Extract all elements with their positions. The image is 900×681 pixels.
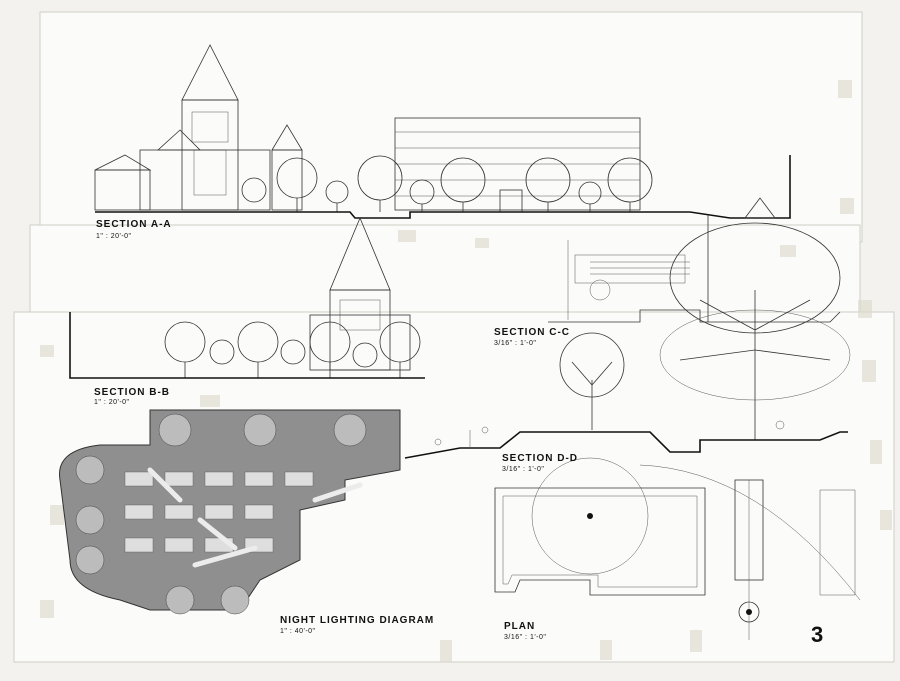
section-bb-scale: 1" : 20'-0" (94, 399, 130, 406)
night-lighting-title: NIGHT LIGHTING DIAGRAM (280, 615, 435, 626)
plan-scale: 3/16" : 1'-0" (504, 634, 547, 641)
sheet-number: 3 (811, 622, 824, 647)
night-lighting-scale: 1" : 40'-0" (280, 628, 316, 635)
plan-drawing (494, 457, 861, 640)
tape-pieces (40, 80, 892, 662)
section-cc-scale: 3/16" : 1'-0" (494, 340, 537, 347)
section-bb-drawing (69, 216, 425, 379)
section-dd-drawing (404, 332, 848, 459)
paper-sheet-top (39, 11, 863, 243)
section-aa-title: SECTION A-A (96, 219, 172, 230)
large-tree-drawing (659, 222, 851, 440)
section-bb-title: SECTION B-B (94, 387, 170, 398)
plan-title: PLAN (504, 621, 536, 632)
night-lighting-diagram (59, 409, 401, 615)
section-cc-title: SECTION C-C (494, 327, 570, 338)
section-dd-title: SECTION D-D (502, 453, 578, 464)
section-cc-drawing (548, 197, 841, 323)
section-dd-scale: 3/16" : 1'-0" (502, 466, 545, 473)
section-aa-scale: 1" : 20'-0" (96, 233, 132, 240)
